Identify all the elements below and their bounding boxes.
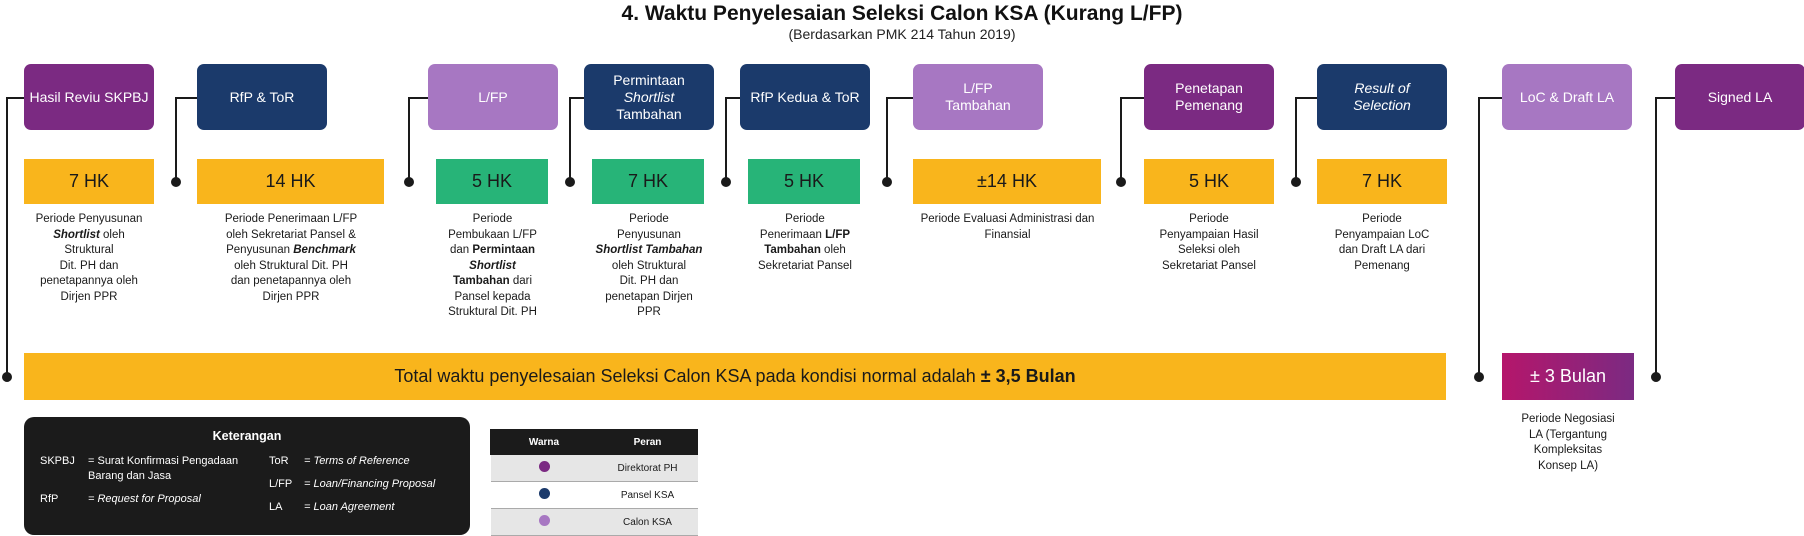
connector-line	[6, 97, 8, 377]
legend-abbr: ToR	[269, 455, 289, 467]
connector-dot	[721, 177, 731, 187]
table-header: Peran	[597, 429, 698, 455]
stage-box-rfp-kedua: RfP Kedua & ToR	[740, 64, 870, 130]
total-time-value: ± 3,5 Bulan	[980, 366, 1076, 386]
stage-box-signed-la: Signed LA	[1675, 64, 1804, 130]
table-cell-role: Direktorat PH	[597, 454, 698, 482]
connector-dot	[1474, 372, 1484, 382]
legend-abbr: LA	[269, 501, 283, 513]
legend-definition: = Loan Agreement	[304, 501, 395, 513]
total-time-bar: Total waktu penyelesaian Seleksi Calon K…	[24, 353, 1446, 400]
legend-definition: = Surat Konfirmasi Pengadaan Barang dan …	[88, 455, 239, 482]
connector-dot	[1291, 177, 1301, 187]
connector-line	[1122, 97, 1144, 99]
duration-badge: 7 HK	[24, 159, 154, 204]
duration-badge: ±14 HK	[913, 159, 1101, 204]
legend-definition: = Terms of Reference	[304, 455, 410, 467]
page-subtitle: (Berdasarkan PMK 214 Tahun 2019)	[788, 26, 1016, 42]
duration-badge: 5 HK	[436, 159, 548, 204]
connector-line	[408, 97, 410, 182]
duration-badge: 7 HK	[1317, 159, 1447, 204]
legend-definition: = Request for Proposal	[88, 493, 201, 505]
connector-line	[6, 97, 24, 99]
connector-dot	[404, 177, 414, 187]
legend-abbr: SKPBJ	[40, 455, 75, 467]
table-row: Pansel KSA	[490, 481, 698, 509]
negotiation-duration-badge: ± 3 Bulan	[1502, 353, 1634, 400]
connector-dot	[882, 177, 892, 187]
connector-line	[1655, 97, 1657, 377]
connector-dot	[1116, 177, 1126, 187]
legend-definition: = Loan/Financing Proposal	[304, 478, 436, 490]
duration-badge: 7 HK	[592, 159, 704, 204]
connector-line	[1120, 97, 1122, 182]
connector-line	[1480, 97, 1502, 99]
connector-line	[175, 97, 177, 182]
connector-line	[410, 97, 428, 99]
connector-line	[1478, 97, 1480, 377]
stage-box-loc-draft-la: LoC & Draft LA	[1502, 64, 1632, 130]
table-header: Warna	[490, 429, 598, 455]
connector-dot	[565, 177, 575, 187]
connector-dot	[171, 177, 181, 187]
total-time-text: Total waktu penyelesaian Seleksi Calon K…	[394, 366, 976, 386]
stage-box-rfp-tor: RfP & ToR	[197, 64, 327, 130]
connector-line	[177, 97, 197, 99]
connector-line	[571, 97, 584, 99]
connector-line	[725, 97, 727, 182]
table-cell-role: Calon KSA	[597, 508, 698, 536]
color-dot-calon-ksa	[538, 515, 550, 526]
legend-abbr: RfP	[40, 493, 59, 505]
duration-badge: 5 HK	[748, 159, 860, 204]
page-title: 4. Waktu Penyelesaian Seleksi Calon KSA …	[621, 2, 1183, 25]
connector-dot	[1651, 372, 1661, 382]
connector-line	[569, 97, 571, 182]
connector-line	[727, 97, 740, 99]
connector-line	[886, 97, 888, 182]
connector-line	[888, 97, 913, 99]
connector-line	[1295, 97, 1297, 182]
connector-dot	[2, 372, 12, 382]
stage-box-hasil-reviu: Hasil Reviu SKPBJ	[24, 64, 154, 130]
duration-badge: 5 HK	[1144, 159, 1274, 204]
table-cell-role: Pansel KSA	[597, 481, 698, 509]
legend-title: Keterangan	[212, 429, 282, 443]
color-dot-pansel-ksa	[538, 488, 550, 499]
color-dot-direktorat-ph	[538, 461, 550, 472]
table-row: Calon KSA	[490, 508, 698, 536]
stage-box-lfp: L/FP	[428, 64, 558, 130]
duration-badge: 14 HK	[197, 159, 384, 204]
table-row: Direktorat PH	[490, 454, 698, 482]
connector-line	[1297, 97, 1317, 99]
legend-box: Keterangan SKPBJ = Surat Konfirmasi Peng…	[24, 417, 470, 535]
color-role-table: Warna Peran Direktorat PH Pansel KSA Cal…	[490, 429, 698, 536]
connector-line	[1657, 97, 1675, 99]
legend-abbr: L/FP	[269, 478, 293, 490]
